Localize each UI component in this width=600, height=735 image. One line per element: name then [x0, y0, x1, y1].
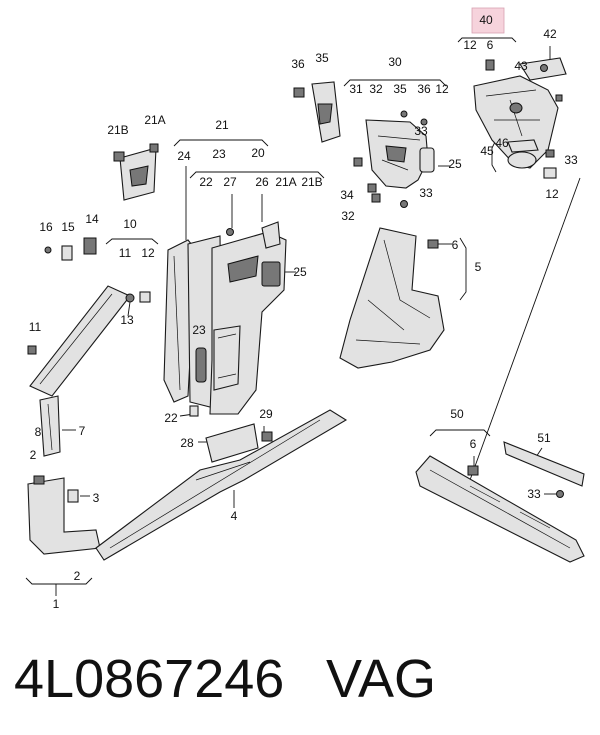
callout-33: 33	[414, 124, 428, 138]
part-40-trim	[473, 57, 567, 179]
callout-30: 30	[388, 55, 402, 69]
callout-21A: 21A	[275, 175, 296, 189]
callout-36: 36	[291, 57, 305, 71]
footer: 4L0867246 VAG	[14, 648, 594, 709]
callout-6: 6	[487, 38, 494, 52]
callout-12: 12	[545, 187, 559, 201]
brand-label: VAG	[326, 649, 437, 709]
callout-50: 50	[450, 407, 464, 421]
callout-1: 1	[53, 597, 60, 611]
callout-22: 22	[199, 175, 213, 189]
callout-35: 35	[315, 51, 329, 65]
callout-32: 32	[369, 82, 383, 96]
callout-2: 2	[74, 569, 81, 583]
callout-7: 7	[79, 424, 86, 438]
callout-10: 10	[123, 217, 137, 231]
callout-21B: 21B	[301, 175, 322, 189]
callout-21A: 21A	[144, 113, 165, 127]
callout-6: 6	[452, 238, 459, 252]
callout-33: 33	[527, 487, 541, 501]
callout-8: 8	[35, 425, 42, 439]
callout-22: 22	[164, 411, 178, 425]
callout-11: 11	[119, 246, 132, 260]
callout-33: 33	[419, 186, 433, 200]
callout-51: 51	[537, 431, 551, 445]
callout-27: 27	[223, 175, 237, 189]
callout-23: 23	[192, 323, 206, 337]
callout-21: 21	[215, 118, 229, 132]
part-4-door-sill	[95, 409, 348, 561]
callout-26: 26	[255, 175, 269, 189]
part-number: 4L0867246	[14, 649, 285, 709]
callout-12: 12	[141, 246, 155, 260]
callout-3: 3	[93, 491, 100, 505]
callout-28: 28	[180, 436, 194, 450]
callout-42: 42	[543, 27, 557, 41]
callout-14: 14	[85, 212, 99, 226]
part-10-a-pillar	[27, 237, 151, 397]
callout-6: 6	[470, 437, 477, 451]
part-5-pillar-trim	[339, 227, 445, 369]
callout-13: 13	[120, 313, 134, 327]
callout-36: 36	[417, 82, 431, 96]
callout-34: 34	[340, 188, 354, 202]
part-50-rear-sill	[415, 441, 585, 563]
callout-5: 5	[475, 260, 482, 274]
callout-46: 46	[495, 136, 509, 150]
callout-12: 12	[463, 38, 477, 52]
callout-21B: 21B	[107, 123, 128, 137]
callout-2: 2	[30, 448, 37, 462]
callout-20: 20	[251, 146, 265, 160]
callout-25: 25	[293, 265, 307, 279]
part-21-pillar-group	[113, 143, 287, 417]
leader-lines	[25, 37, 581, 596]
callout-25: 25	[448, 157, 462, 171]
callout-24: 24	[177, 149, 191, 163]
callout-15: 15	[61, 220, 75, 234]
callout-31: 31	[349, 82, 363, 96]
callout-33: 33	[564, 153, 578, 167]
callout-45: 45	[480, 144, 494, 158]
highlighted-callout-box	[471, 7, 505, 34]
callout-23: 23	[212, 147, 226, 161]
callout-32: 32	[341, 209, 355, 223]
callout-11: 11	[29, 320, 42, 334]
part-30-trim	[293, 81, 435, 208]
callout-43: 43	[514, 59, 528, 73]
callout-35: 35	[393, 82, 407, 96]
callout-29: 29	[259, 407, 273, 421]
callout-16: 16	[39, 220, 53, 234]
callout-4: 4	[231, 509, 238, 523]
part-1-lower-trim	[27, 395, 101, 555]
callout-12: 12	[435, 82, 449, 96]
callout-40: 40	[479, 13, 493, 27]
parts-diagram: 4012642433635303132353612334645331225343…	[25, 7, 585, 611]
